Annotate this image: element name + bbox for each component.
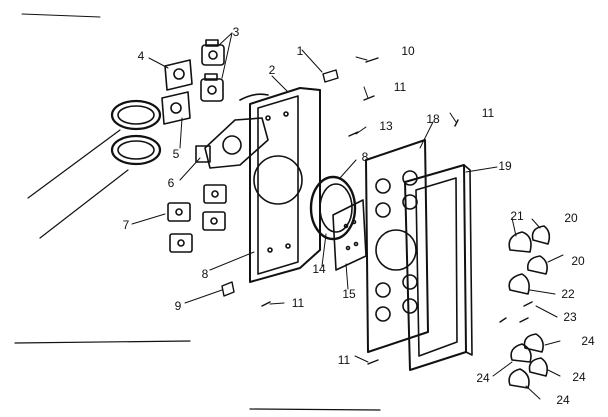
callout-20-b: 20 xyxy=(571,254,585,268)
callout-7: 7 xyxy=(122,218,130,232)
callout-22: 22 xyxy=(561,287,575,301)
plate-15 xyxy=(332,199,367,271)
bezel-ring xyxy=(309,175,357,241)
mounting-panel xyxy=(249,87,321,283)
callout-11-c: 11 xyxy=(291,296,305,310)
callout-4: 4 xyxy=(137,49,145,63)
callout-24-c: 24 xyxy=(572,370,586,384)
switch-group xyxy=(167,184,227,253)
callout-8-upper: 8 xyxy=(361,150,369,164)
callout-2: 2 xyxy=(268,63,276,77)
callout-14: 14 xyxy=(312,262,326,276)
callout-11-d: 11 xyxy=(337,353,351,367)
callout-24-a: 24 xyxy=(581,334,595,348)
ring-upper xyxy=(110,99,162,131)
callout-8-lower: 8 xyxy=(201,267,209,281)
callout-13: 13 xyxy=(379,119,393,133)
switch-upper xyxy=(201,39,225,66)
callout-21: 21 xyxy=(510,209,524,223)
lead-wires xyxy=(27,129,129,239)
rule-bottom xyxy=(249,408,381,411)
ring-lower xyxy=(110,134,162,166)
callout-9: 9 xyxy=(174,299,182,313)
callout-23: 23 xyxy=(563,310,577,324)
callout-20-a: 20 xyxy=(564,211,578,225)
callout-18: 18 xyxy=(426,112,440,126)
leader-lines xyxy=(131,32,564,400)
callout-3: 3 xyxy=(232,25,240,39)
motor-assembly xyxy=(195,93,269,169)
trim-frame xyxy=(404,164,473,371)
callout-15: 15 xyxy=(342,287,356,301)
scan-mark xyxy=(21,13,101,18)
rule-left xyxy=(14,340,191,344)
callout-10: 10 xyxy=(401,44,415,58)
callout-24-b: 24 xyxy=(476,371,490,385)
knob-set xyxy=(508,225,551,389)
callout-1: 1 xyxy=(296,44,304,58)
callout-24-d: 24 xyxy=(556,393,570,407)
switch-lower xyxy=(200,73,224,102)
callout-11-a: 11 xyxy=(393,80,407,94)
bracket-4 xyxy=(164,59,193,91)
hardware xyxy=(221,57,533,365)
callout-5: 5 xyxy=(172,147,180,161)
callout-6: 6 xyxy=(167,176,175,190)
bracket-5 xyxy=(161,91,191,125)
callout-19: 19 xyxy=(498,159,512,173)
callout-11-b: 11 xyxy=(481,106,495,120)
